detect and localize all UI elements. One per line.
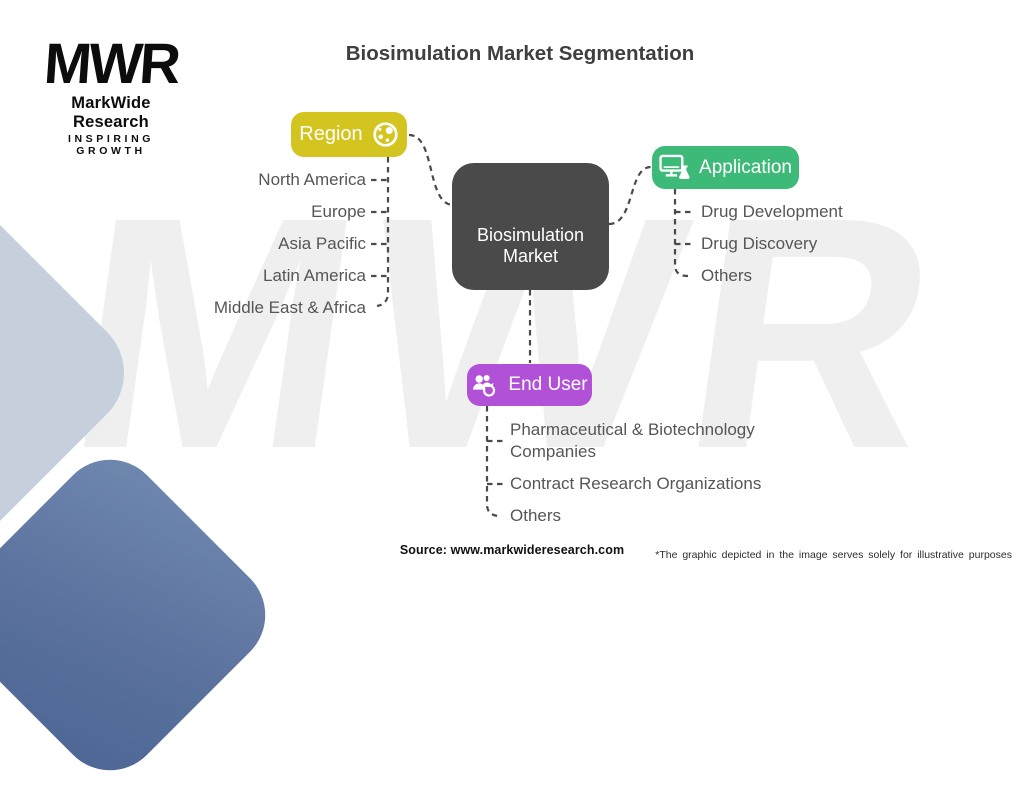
enduser-item: Contract Research Organizations <box>510 474 762 493</box>
logo-acronym: MWR <box>42 32 180 96</box>
region-item: Asia Pacific <box>278 234 366 253</box>
application-item: Drug Discovery <box>701 234 818 253</box>
markwide-logo: MWR MarkWide Research INSPIRING GROWTH <box>33 32 189 157</box>
application-node: Application <box>652 146 799 189</box>
users-refresh-icon <box>471 372 499 398</box>
source-text: Source: www.markwideresearch.com <box>399 543 625 557</box>
application-item: Others <box>701 266 753 285</box>
region-item: Latin America <box>263 266 366 285</box>
region-node: Region <box>291 112 407 157</box>
region-item: Europe <box>311 202 366 221</box>
enduser-item: Others <box>510 506 562 525</box>
region-label: Region <box>299 123 363 145</box>
disclaimer-text: *The graphic depicted in the image serve… <box>655 549 1012 561</box>
application-item: Drug Development <box>701 202 843 221</box>
region-item: North America <box>258 170 366 189</box>
globe-icon <box>372 121 399 148</box>
region-item: Middle East & Africa <box>213 298 366 317</box>
center-label-line1: Biosimulation <box>476 225 585 245</box>
center-node: Biosimulation Market <box>452 163 609 290</box>
center-label-line2: Market <box>502 246 558 266</box>
monitor-flask-icon <box>659 154 690 181</box>
enduser-node: End User <box>467 364 592 406</box>
application-label: Application <box>699 156 792 178</box>
logo-tagline: INSPIRING GROWTH <box>67 133 155 157</box>
logo-name: MarkWide Research <box>71 94 151 131</box>
enduser-label: End User <box>508 374 588 395</box>
page-title: Biosimulation Market Segmentation <box>345 42 695 65</box>
enduser-item: Pharmaceutical & Biotechnology Companies <box>510 420 755 461</box>
